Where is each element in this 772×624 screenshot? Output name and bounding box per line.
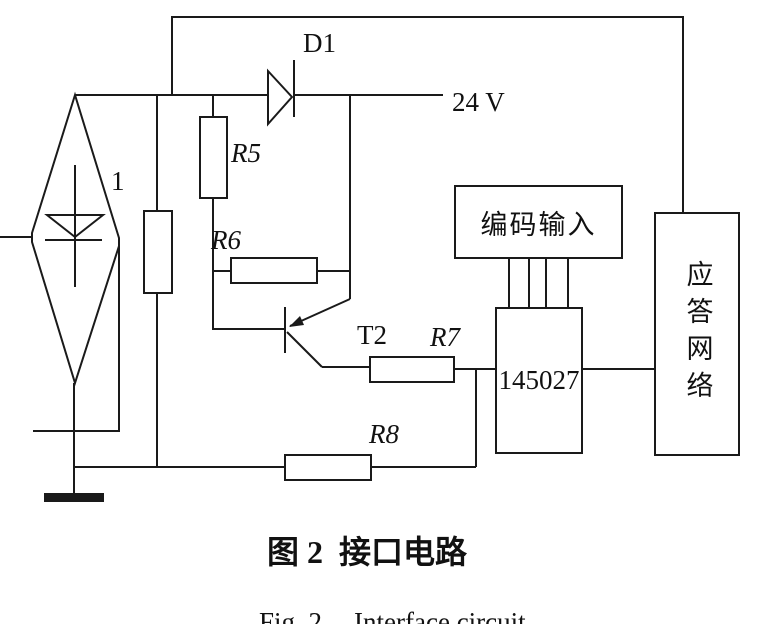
label-d1: D1 (303, 28, 336, 58)
label-t2: T2 (357, 320, 387, 350)
figure-caption-zh: 图 2 接口电路 (267, 534, 468, 570)
ground-bar (44, 493, 104, 502)
resistor-r8-symbol (284, 454, 372, 481)
wire-sensor-right-leg (33, 244, 120, 432)
label-r6: R6 (211, 225, 241, 255)
transistor-t2-lower-lead (286, 331, 323, 368)
figure-caption-en: Fig. 2 Interface circuit (232, 582, 526, 624)
resistor-unlabeled-symbol (143, 210, 173, 294)
label-r8: R8 (369, 419, 399, 449)
label-r7: R7 (430, 322, 460, 352)
resistor-r7-symbol (369, 356, 455, 383)
decoder-chip-label: 145027 (498, 365, 580, 395)
diode-d1-symbol (267, 68, 294, 127)
decoder-chip-block: 145027 (495, 307, 583, 454)
resistor-r5-symbol (199, 116, 228, 199)
wire-top-rail (171, 16, 684, 212)
encoder-input-block: 编码输入 (454, 185, 623, 259)
encoder-input-label: 编码输入 (480, 209, 597, 240)
label-sensor-1: 1 (111, 166, 125, 196)
transistor-t2-arrow (289, 316, 304, 327)
figure-caption-en-title: Interface circuit (354, 607, 526, 624)
figure-caption-en-number: Fig. 2 (259, 607, 323, 624)
label-r5: R5 (231, 138, 261, 168)
answer-network-block: 应答网络 (654, 212, 740, 456)
label-24v: 24 V (452, 87, 505, 117)
answer-network-label: 应答网络 (682, 260, 713, 408)
sensor-inner-triangle (44, 214, 106, 239)
resistor-r6-symbol (230, 257, 318, 284)
wire-r5-to-base (212, 198, 285, 330)
